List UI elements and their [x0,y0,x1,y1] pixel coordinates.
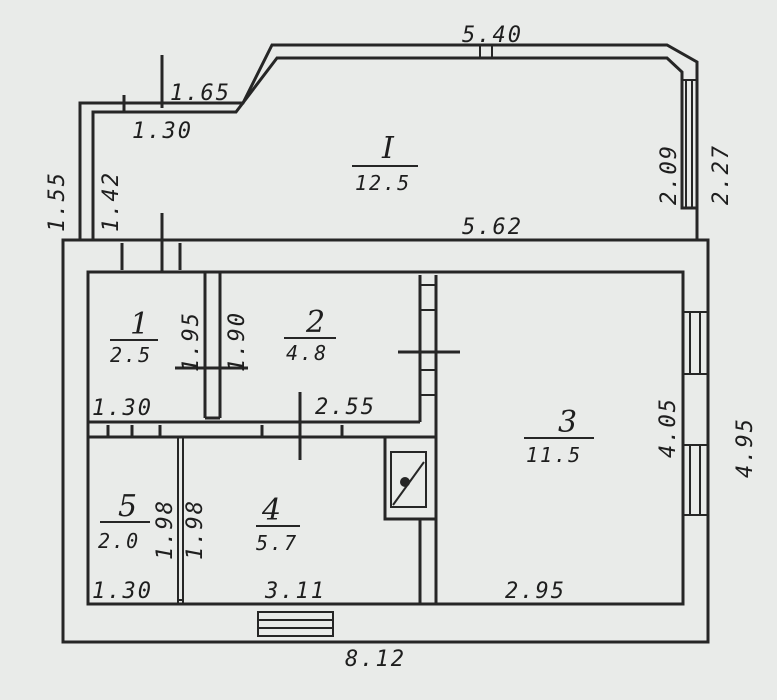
room-area: 11.5 [526,443,582,467]
dim-veranda-step-lower: 1.30 [132,119,193,144]
room-5-label: 5 2.0 [98,489,150,553]
room-3-label: 3 11.5 [524,405,594,467]
dim-room4-height: 1.98 [183,499,208,560]
room-4-label: 4 5.7 [256,493,300,555]
room-number: 1 [130,307,149,342]
veranda-walls [78,43,699,240]
room-2-label: 2 4.8 [284,305,336,365]
interior-walls [88,272,438,604]
door-marks [106,55,460,460]
room-number: 3 [558,405,577,440]
dim-veranda-right-outer: 2.27 [709,144,734,205]
room-area: 4.8 [286,341,328,365]
room-area: 5.7 [256,531,298,555]
dim-veranda-step-upper: 1.65 [170,81,231,106]
room-labels: I 12.5 1 2.5 2 4.8 3 11.5 4 5.7 5 2.0 [98,131,594,555]
dim-room3-height-outer: 4.95 [733,417,758,478]
dim-room4-width: 3.11 [264,579,326,604]
dim-room5-height: 1.98 [153,499,178,560]
room-number: 4 [261,493,281,528]
dim-room3-width: 2.95 [505,579,566,604]
dim-room2-height: 1.90 [225,311,250,372]
dim-room1-height: 1.95 [179,311,204,372]
room-number: 5 [118,489,137,524]
dim-room2-width: 2.55 [315,395,376,420]
dim-house-width: 8.12 [345,647,406,672]
room-area: 2.0 [98,529,140,553]
dim-room5-width: 1.30 [92,579,153,604]
room-number: I [381,131,395,166]
dim-room1-width: 1.30 [92,396,153,421]
room-area: 12.5 [355,171,411,195]
dim-veranda-right-inner: 2.09 [657,144,682,205]
dim-veranda-left-inner: 1.42 [99,171,124,232]
room-area: 2.5 [110,343,152,367]
dim-veranda-bottom: 5.62 [462,215,523,240]
dimension-labels: 5.40 1.65 1.30 1.55 1.42 2.09 2.27 5.62 … [45,23,758,672]
dim-veranda-left-outer: 1.55 [45,171,70,232]
room-1-label: 1 2.5 [110,307,158,367]
dim-room3-height-inner: 4.05 [656,397,681,458]
front-door [257,611,334,637]
room-number: 2 [305,305,325,340]
right-windows [682,311,709,516]
room-I-label: I 12.5 [352,131,418,195]
dim-veranda-top: 5.40 [462,23,523,48]
